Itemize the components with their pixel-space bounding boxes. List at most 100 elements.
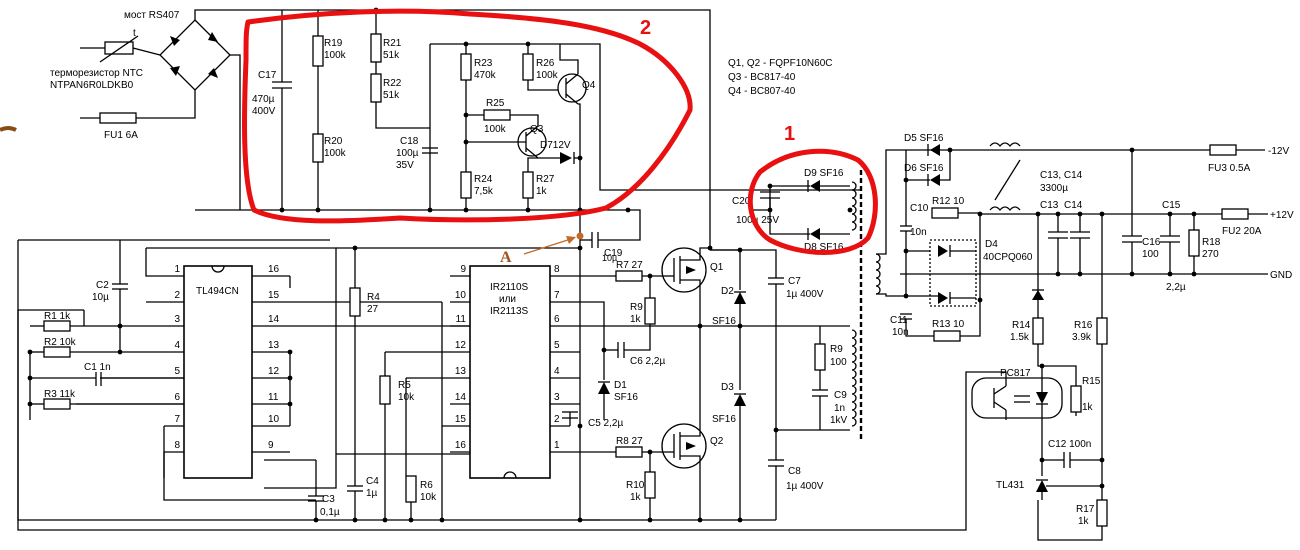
r26-value: 100k: [536, 70, 559, 81]
ir-name-3: IR2113S: [490, 306, 529, 317]
c1-label: C1 1n: [84, 362, 111, 373]
note-q1q2: Q1, Q2 - FQPF10N60C: [728, 58, 832, 69]
r1-label: R1 1k: [44, 311, 71, 322]
r19-label: R19: [324, 38, 343, 49]
r9b-label: R9: [830, 344, 843, 355]
c18-label: C18: [400, 136, 419, 147]
point-a-marker: [523, 232, 584, 255]
q1-label: Q1: [710, 262, 724, 273]
r12-label: R12 10: [932, 196, 965, 207]
d3-value: SF16: [712, 414, 736, 425]
r19-value: 100k: [324, 50, 347, 61]
r21-label: R21: [383, 38, 402, 49]
tl431-label: TL431: [996, 480, 1025, 491]
r24-label: R24: [474, 174, 493, 185]
r14-label: R14: [1012, 320, 1031, 331]
r4-value: 27: [367, 304, 379, 315]
c4-value: 1µ: [366, 488, 378, 499]
r9b-value: 100: [830, 357, 847, 368]
d3-label: D3: [721, 382, 734, 393]
zone-1-label: 1: [784, 123, 795, 145]
r22-value: 51k: [383, 90, 400, 101]
c14-label: C14: [1064, 200, 1083, 211]
d5-label: D5 SF16: [904, 133, 944, 144]
d2-label: D2: [721, 286, 734, 297]
driver-support: [336, 247, 580, 520]
tl494-name: TL494CN: [196, 286, 239, 297]
tl494-chip: [17, 239, 600, 521]
r13-label: R13 10: [932, 319, 965, 330]
note-q4: Q4 - BC807-40: [728, 86, 796, 97]
c19-value-visible: 10µ: [602, 253, 617, 263]
r9a-label: R9: [630, 302, 643, 313]
pc817-label: PC817: [1000, 368, 1031, 379]
point-a-label: A: [500, 249, 512, 266]
output-gnd-label: GND: [1270, 270, 1292, 281]
c8-value: 1µ 400V: [786, 481, 824, 492]
c2-value: 10µ: [92, 292, 109, 303]
r23-label: R23: [474, 58, 493, 69]
c12-label: C12 100n: [1048, 439, 1091, 450]
r25-label: R25: [486, 98, 505, 109]
mains-input: [80, 9, 711, 250]
fu1-label: FU1 6A: [104, 130, 138, 141]
r4-label: R4: [367, 292, 380, 303]
ir-name-2: или: [499, 294, 516, 305]
c11-label: C11: [890, 315, 908, 326]
c5-label: C5 2,2µ: [588, 418, 623, 429]
c3-label: C3: [322, 494, 335, 505]
edge-mark: [0, 126, 17, 132]
c11-value: 10n: [892, 327, 909, 338]
q2-label: Q2: [710, 436, 724, 447]
ir2110-chip: [450, 265, 720, 479]
c15-value: 2,2µ: [1166, 282, 1186, 293]
zone-2-outline: [241, 8, 693, 224]
c9-value-2: 1kV: [830, 415, 848, 426]
r15-label: R15: [1082, 376, 1101, 387]
r16-label: R16: [1074, 320, 1093, 331]
thermistor-t-label: t: [133, 28, 136, 39]
d8-label: D8 SF16: [804, 242, 844, 253]
r27-label: R27: [536, 174, 555, 185]
transformer: [851, 149, 940, 440]
bias-supply: [195, 10, 860, 235]
r17-value: 1k: [1078, 516, 1090, 527]
c9-label: C9: [834, 390, 847, 401]
c8-label: C8: [788, 466, 801, 477]
half-bridge: [562, 232, 850, 521]
note-q3: Q3 - BC817-40: [728, 72, 796, 83]
c9-value-1: 1n: [834, 403, 845, 414]
c4-label: C4: [366, 476, 379, 487]
r24-value: 7,5k: [474, 186, 494, 197]
r3-label: R3 11k: [44, 389, 76, 400]
r16-value: 3.9k: [1072, 332, 1092, 343]
d1-label: D1: [614, 380, 627, 391]
c18-value-1: 100µ: [396, 148, 419, 159]
r20-label: R20: [324, 136, 343, 147]
c17-label: C17: [258, 70, 277, 81]
d1-value: SF16: [614, 392, 638, 403]
r6-label: R6: [420, 480, 433, 491]
q3-label: Q3: [530, 124, 544, 135]
d2-value: SF16: [712, 316, 736, 327]
c20-label: C20: [732, 196, 751, 207]
c6-label: C6 2,2µ: [630, 356, 665, 367]
r26-label: R26: [536, 58, 555, 69]
r21-value: 51k: [383, 50, 400, 61]
c19-label: C19: [604, 248, 623, 259]
c17-value-2: 400V: [252, 106, 276, 117]
thermistor-label-1: терморезистор NTC: [50, 68, 143, 79]
bridge-label: мост RS407: [124, 10, 180, 21]
fu2-label: FU2 20A: [1222, 226, 1262, 237]
r5-value: 10k: [398, 392, 415, 403]
r17-label: R17: [1076, 504, 1095, 515]
zone-1-outline: [747, 148, 878, 255]
r27-value: 1k: [536, 186, 548, 197]
ir-name-1: IR2110S: [490, 282, 529, 293]
d4-value: 40CPQ060: [983, 252, 1033, 263]
r10-label: R10: [626, 480, 645, 491]
zone-2-label: 2: [640, 17, 651, 39]
r18-label: R18: [1202, 237, 1221, 248]
d4-label: D4: [985, 239, 998, 250]
